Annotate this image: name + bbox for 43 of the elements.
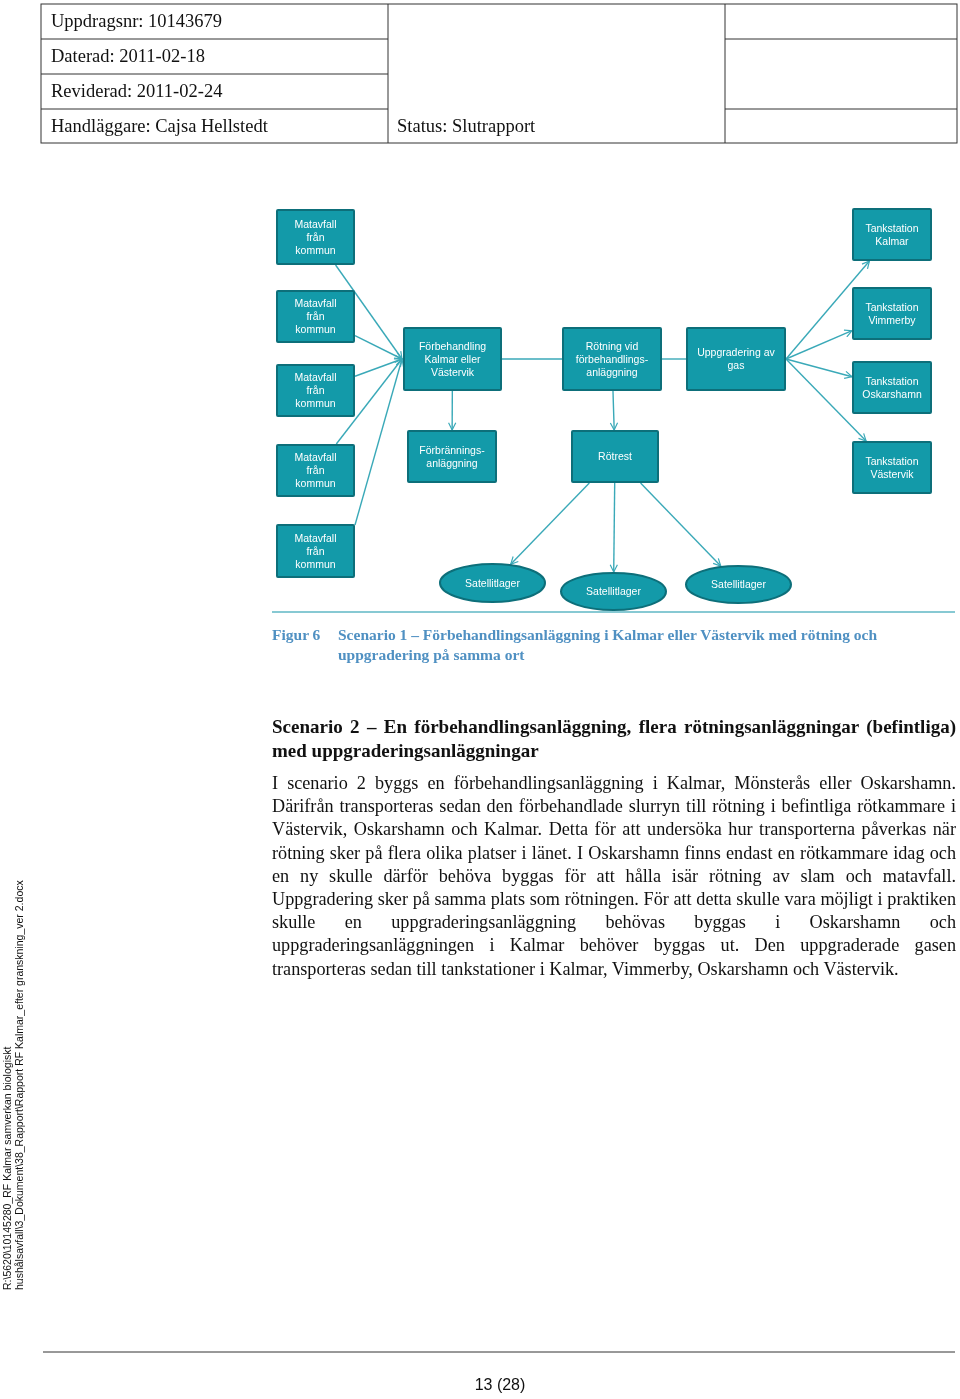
- process-box: Matavfall från kommun: [276, 444, 355, 497]
- process-box: Matavfall från kommun: [276, 290, 355, 343]
- header-text: Daterad: 2011-02-18: [51, 45, 206, 67]
- file-path: hushålsavfall\3_Dokument\38_Rapport\Rapport RF Kalmar_efter granskning_ver 2.docx: [13, 880, 25, 1290]
- body-paragraph: I scenario 2 byggs en förbehandlingsanläggning i Kalmar, Mönsterås eller Oskarshamn. Därifrån transporteras sedan den förbehandlade slurryn till rötning i befintliga rötkammare i Västervik, Oskarshamn och Kalmar. Detta för att undersöka hur transporterna påverkas när rötning sker på flera olika platser i länet. I Oskarshamn finns endast en rötkammare idag och en ny skulle därför behöva byggas för att hålla isär rötning av slam och matavfall. Uppgradering sker på samma plats som rötningen. För att detta skulle vara möjligt i praktiken skulle en uppgraderingsanläggning behövas byggas i Oskarshamn och uppgraderingsanläggningen i Kalmar behöver byggas ut. Den uppgraderade gasen transporteras sedan till tankstationer i Kalmar, Vimmerby, Oskarshamn och Västervik.: [272, 772, 956, 981]
- arrow: [785, 358, 867, 442]
- file-path: R:\5620\10145280_RF Kalmar samverkan biologiskt: [1, 1046, 13, 1290]
- arrow: [354, 358, 405, 526]
- section-heading: Scenario 2 – En förbehandlingsanläggning, flera rötningsanläggningar (befintliga) med uppgraderingsanläggningar: [272, 715, 956, 762]
- arrow: [334, 264, 403, 360]
- process-box: Matavfall från kommun: [276, 524, 355, 578]
- arrow: [639, 482, 722, 567]
- header-text: Status: Slutrapport: [397, 115, 537, 137]
- arrow: [335, 358, 403, 445]
- arrow: [448, 390, 457, 431]
- arrow: [609, 390, 619, 431]
- process-box: Tankstation Kalmar: [852, 208, 932, 261]
- figure-number: Figur 6: [272, 625, 321, 645]
- header-text: Reviderad: 2011-02-24: [51, 80, 224, 102]
- process-box: Rötrest: [571, 430, 659, 483]
- process-box: Förbrännings- anläggning: [407, 430, 497, 483]
- process-box: Uppgradering av gas: [686, 327, 786, 391]
- arrow: [510, 482, 591, 565]
- process-box: Matavfall från kommun: [276, 364, 355, 417]
- process-box: Förbehandling Kalmar eller Västervik: [403, 327, 502, 391]
- process-box: Tankstation Vimmerby: [852, 287, 932, 340]
- arrow: [785, 329, 853, 360]
- header-text: Uppdragsnr: 10143679: [51, 10, 224, 32]
- arrow: [785, 260, 871, 360]
- header-text: Handläggare: Cajsa Hellstedt: [51, 115, 269, 137]
- arrow: [354, 357, 403, 377]
- arrow: [609, 482, 618, 573]
- process-box: Tankstation Västervik: [852, 441, 932, 494]
- process-box: Tankstation Oskarshamn: [852, 361, 932, 414]
- arrow: [354, 335, 403, 360]
- arrow: [785, 358, 853, 379]
- storage-ellipse: Satellitlager: [439, 563, 546, 603]
- storage-ellipse: Satellitlager: [560, 572, 667, 611]
- storage-ellipse: Satellitlager: [685, 565, 792, 604]
- process-box: Rötning vid förbehandlings- anläggning: [562, 327, 662, 391]
- figure-caption: Scenario 1 – Förbehandlingsanläggning i Kalmar eller Västervik med rötning och uppgradering på samma ort: [338, 625, 879, 665]
- process-box: Matavfall från kommun: [276, 209, 355, 265]
- page-number: 13 (28): [473, 1376, 527, 1394]
